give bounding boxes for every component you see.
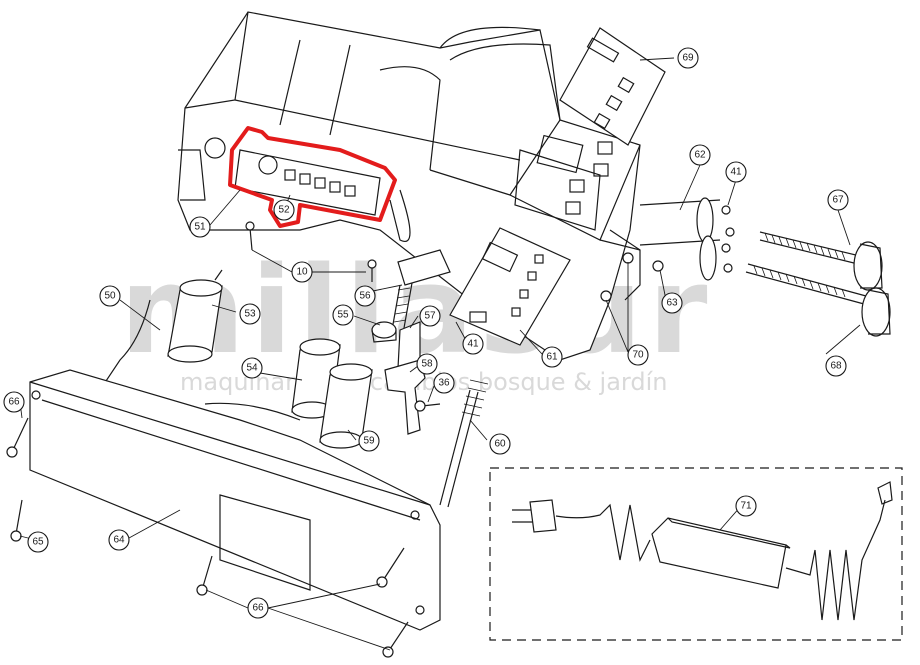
label-70: 70 bbox=[632, 350, 644, 361]
part-56-coupling bbox=[391, 249, 451, 331]
part-36-screw bbox=[414, 400, 441, 412]
bubble-50: 50 bbox=[99, 285, 121, 307]
bubble-58: 58 bbox=[416, 353, 438, 375]
part-59-motor bbox=[319, 363, 373, 449]
label-41b: 41 bbox=[467, 339, 479, 350]
label-63: 63 bbox=[666, 298, 678, 309]
bubble-64: 64 bbox=[108, 529, 130, 551]
bubble-63: 63 bbox=[661, 292, 683, 314]
bubble-52: 52 bbox=[273, 199, 295, 221]
label-67: 67 bbox=[832, 195, 844, 206]
bubble-65: 65 bbox=[27, 531, 49, 553]
part-50-cable bbox=[99, 299, 151, 391]
part-61-board bbox=[449, 227, 571, 346]
label-51: 51 bbox=[194, 222, 206, 233]
bubble-59: 59 bbox=[358, 430, 380, 452]
bubble-67: 67 bbox=[827, 189, 849, 211]
bubble-10: 10 bbox=[291, 261, 313, 283]
label-52: 52 bbox=[278, 205, 290, 216]
bubble-55: 55 bbox=[332, 304, 354, 326]
part-64-base-plate bbox=[29, 369, 441, 631]
label-66b: 66 bbox=[252, 603, 264, 614]
bubble-61: 61 bbox=[541, 346, 563, 368]
part-54-cable bbox=[204, 402, 301, 421]
label-58: 58 bbox=[421, 359, 433, 370]
bubble-68: 68 bbox=[825, 355, 847, 377]
highlight-outline bbox=[228, 126, 397, 228]
part-55-sleeve bbox=[371, 321, 397, 343]
part-71-power-adapter bbox=[489, 467, 903, 641]
label-60: 60 bbox=[494, 439, 506, 450]
label-57: 57 bbox=[424, 311, 436, 322]
part-65-screw bbox=[10, 499, 23, 542]
label-69: 69 bbox=[682, 53, 694, 64]
bubble-36: 36 bbox=[433, 372, 455, 394]
label-55: 55 bbox=[337, 310, 349, 321]
bubble-66b: 66 bbox=[247, 597, 269, 619]
bubble-62: 62 bbox=[689, 144, 711, 166]
bubble-57: 57 bbox=[419, 305, 441, 327]
label-62: 62 bbox=[694, 150, 706, 161]
label-68: 68 bbox=[830, 361, 842, 372]
bubble-69: 69 bbox=[677, 47, 699, 69]
bubble-41a: 41 bbox=[725, 161, 747, 183]
part-58-bracket bbox=[384, 359, 426, 435]
bubble-51: 51 bbox=[189, 216, 211, 238]
part-60-shaft bbox=[439, 379, 489, 508]
bubble-41b: 41 bbox=[462, 333, 484, 355]
label-36: 36 bbox=[438, 378, 450, 389]
part-66-screws bbox=[6, 417, 409, 658]
label-53: 53 bbox=[244, 309, 256, 320]
part-69-panel bbox=[559, 27, 666, 146]
part-62-flange bbox=[639, 197, 735, 281]
label-59: 59 bbox=[363, 436, 375, 447]
bubble-70: 70 bbox=[627, 344, 649, 366]
bubble-54: 54 bbox=[241, 357, 263, 379]
bubble-53: 53 bbox=[239, 303, 261, 325]
label-65: 65 bbox=[32, 537, 44, 548]
part-10-screws bbox=[245, 221, 377, 282]
part-53-motor bbox=[167, 269, 223, 363]
label-71: 71 bbox=[740, 501, 752, 512]
label-41a: 41 bbox=[730, 167, 742, 178]
part-52-board bbox=[228, 126, 397, 228]
bubble-66a: 66 bbox=[3, 391, 25, 413]
label-50: 50 bbox=[104, 291, 116, 302]
label-61: 61 bbox=[546, 352, 558, 363]
label-10: 10 bbox=[296, 267, 308, 278]
label-64: 64 bbox=[113, 535, 125, 546]
label-66a: 66 bbox=[8, 397, 20, 408]
bubble-60: 60 bbox=[489, 433, 511, 455]
label-54: 54 bbox=[246, 363, 258, 374]
label-56: 56 bbox=[359, 291, 371, 302]
bubble-71: 71 bbox=[735, 495, 757, 517]
bubble-56: 56 bbox=[354, 285, 376, 307]
part-68-rod bbox=[745, 263, 891, 337]
